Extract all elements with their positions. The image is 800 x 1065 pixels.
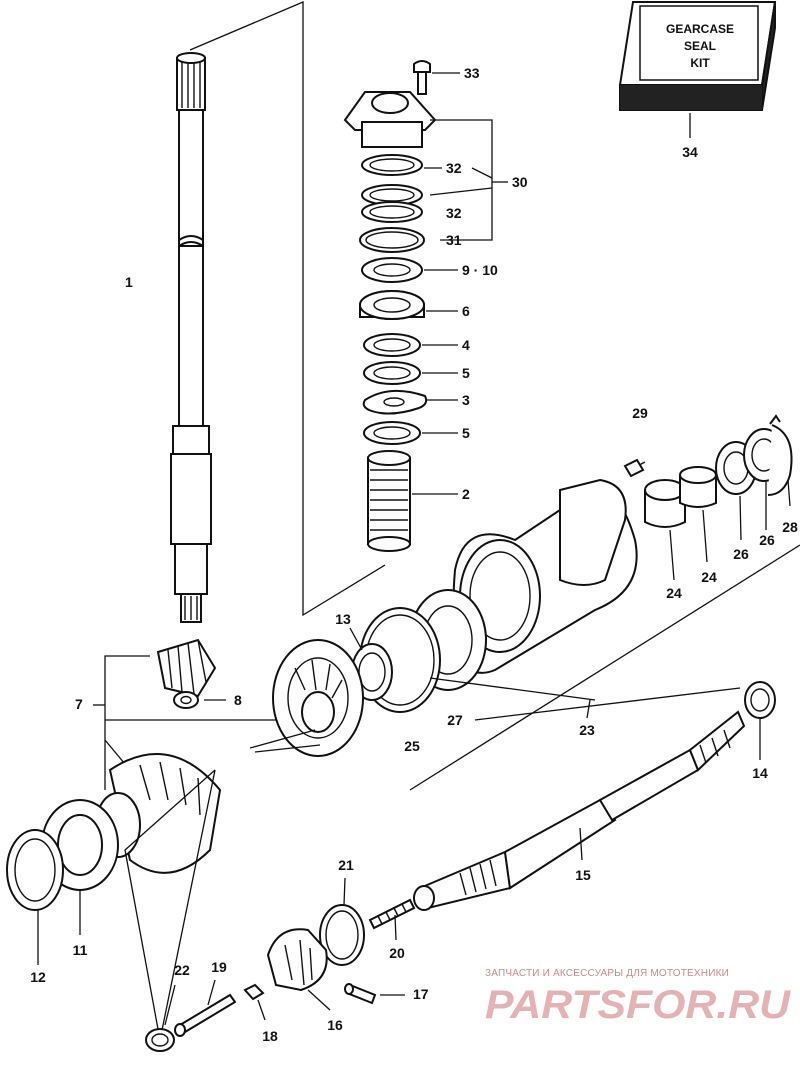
watermark: ЗАПЧАСТИ И АКСЕССУАРЫ ДЛЯ МОТОТЕХНИКИ PA…	[485, 968, 791, 1027]
callout-22: 22	[174, 962, 190, 978]
water-pump-stack: 33 32 32 30 31 9 · 10 6	[343, 60, 528, 552]
callout-24b: 24	[701, 569, 717, 585]
callout-23: 23	[579, 722, 595, 738]
callout-33: 33	[464, 65, 480, 81]
bearing-carrier: 29	[452, 405, 648, 674]
callout-14: 14	[752, 765, 768, 781]
callout-30: 30	[512, 174, 528, 190]
watermark-caption: ЗАПЧАСТИ И АКСЕССУАРЫ ДЛЯ МОТОТЕХНИКИ	[485, 968, 729, 979]
callout-4: 4	[462, 337, 470, 353]
needle-bearings-and-seals: 24 24 26 26 28	[409, 414, 800, 791]
callout-32b: 32	[446, 205, 462, 221]
callout-20: 20	[389, 945, 405, 961]
callout-13: 13	[335, 611, 351, 627]
callout-11: 11	[73, 942, 88, 958]
callout-6: 6	[462, 303, 470, 319]
callout-29: 29	[632, 405, 648, 421]
callout-1: 1	[125, 274, 133, 290]
kit-label-line2: SEAL	[684, 39, 716, 53]
callout-5a: 5	[462, 365, 470, 381]
callout-9-10: 9 · 10	[462, 262, 498, 278]
callout-26a: 26	[733, 546, 749, 562]
callout-5b: 5	[462, 425, 470, 441]
callout-8: 8	[234, 692, 242, 708]
callout-26b: 26	[759, 532, 775, 548]
callout-2: 2	[462, 486, 470, 502]
callout-17: 17	[413, 986, 429, 1002]
callout-21: 21	[338, 857, 354, 873]
callout-28: 28	[782, 519, 798, 535]
propeller-shaft: 15	[413, 710, 746, 911]
callout-19: 19	[211, 959, 227, 975]
carrier-bearing: 13	[335, 589, 487, 713]
shim-leaders: 27 23 14	[429, 677, 776, 781]
gearcase-seal-kit-box: GEARCASE SEAL KIT 34	[618, 1, 777, 160]
callout-3: 3	[462, 392, 470, 408]
callout-25: 25	[404, 738, 420, 754]
forward-gear-assembly: 11 12 22	[6, 753, 222, 1052]
callout-15: 15	[575, 867, 591, 883]
callout-16: 16	[327, 1017, 343, 1033]
callout-32a: 32	[446, 160, 462, 176]
watermark-brand: PARTSFOR.RU	[485, 983, 791, 1027]
callout-24a: 24	[666, 585, 682, 601]
reverse-gear: 25	[249, 639, 420, 757]
callout-12: 12	[30, 969, 46, 985]
kit-label-line3: KIT	[690, 56, 710, 70]
kit-label-line1: GEARCASE	[666, 22, 734, 36]
callout-27: 27	[447, 712, 463, 728]
callout-18: 18	[262, 1028, 278, 1044]
driveshaft: 1	[125, 1, 386, 623]
callout-7: 7	[75, 696, 83, 712]
callout-31: 31	[446, 232, 462, 248]
callout-34: 34	[682, 144, 698, 160]
clutch-assembly: 21 20 16 17 18 19	[174, 857, 429, 1044]
